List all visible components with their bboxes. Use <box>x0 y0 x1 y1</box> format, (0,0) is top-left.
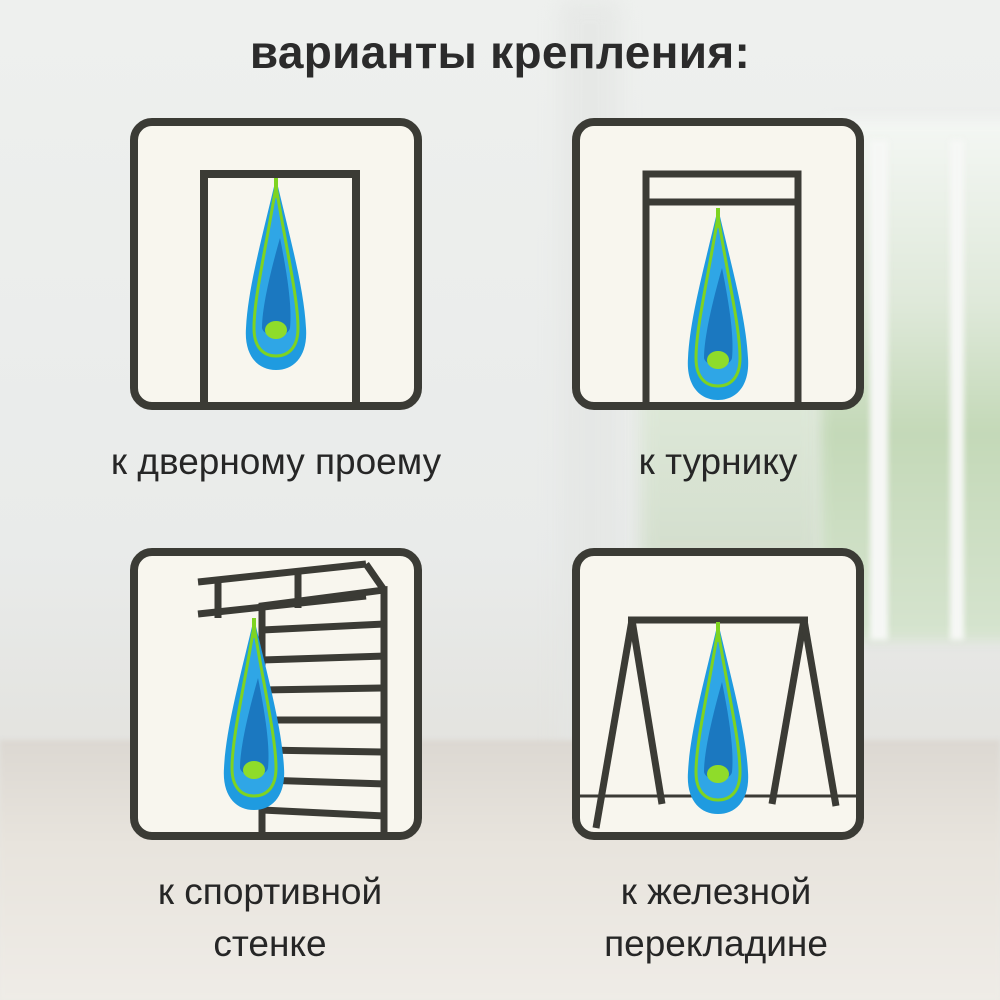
caption-line: стенке <box>213 923 327 964</box>
doorway-frame-icon <box>200 170 360 402</box>
caption-pullup-bar: к турнику <box>468 436 968 488</box>
hanging-pod-icon <box>687 208 749 400</box>
hanging-pod-icon <box>223 618 285 810</box>
caption-text: к дверному проему <box>110 441 442 482</box>
hanging-pod-icon <box>245 178 307 370</box>
page-title: варианты крепления: <box>249 26 751 78</box>
hanging-pod-icon <box>687 622 749 814</box>
wall-bars-icon <box>197 560 388 832</box>
swing-frame-icon <box>580 616 856 829</box>
caption-doorway: к дверному проему <box>26 436 526 488</box>
card-iron-crossbar <box>572 548 864 840</box>
card-doorway <box>130 118 422 410</box>
caption-line: к спортивной <box>157 871 383 912</box>
card-wall-bars <box>130 548 422 840</box>
card-pullup-bar <box>572 118 864 410</box>
pullup-bar-icon <box>642 170 802 402</box>
caption-iron-crossbar: к железной перекладине <box>466 866 966 970</box>
caption-line: к железной <box>620 871 812 912</box>
caption-text: к турнику <box>638 441 798 482</box>
caption-wall-bars: к спортивной стенке <box>20 866 520 970</box>
caption-line: перекладине <box>604 923 828 964</box>
